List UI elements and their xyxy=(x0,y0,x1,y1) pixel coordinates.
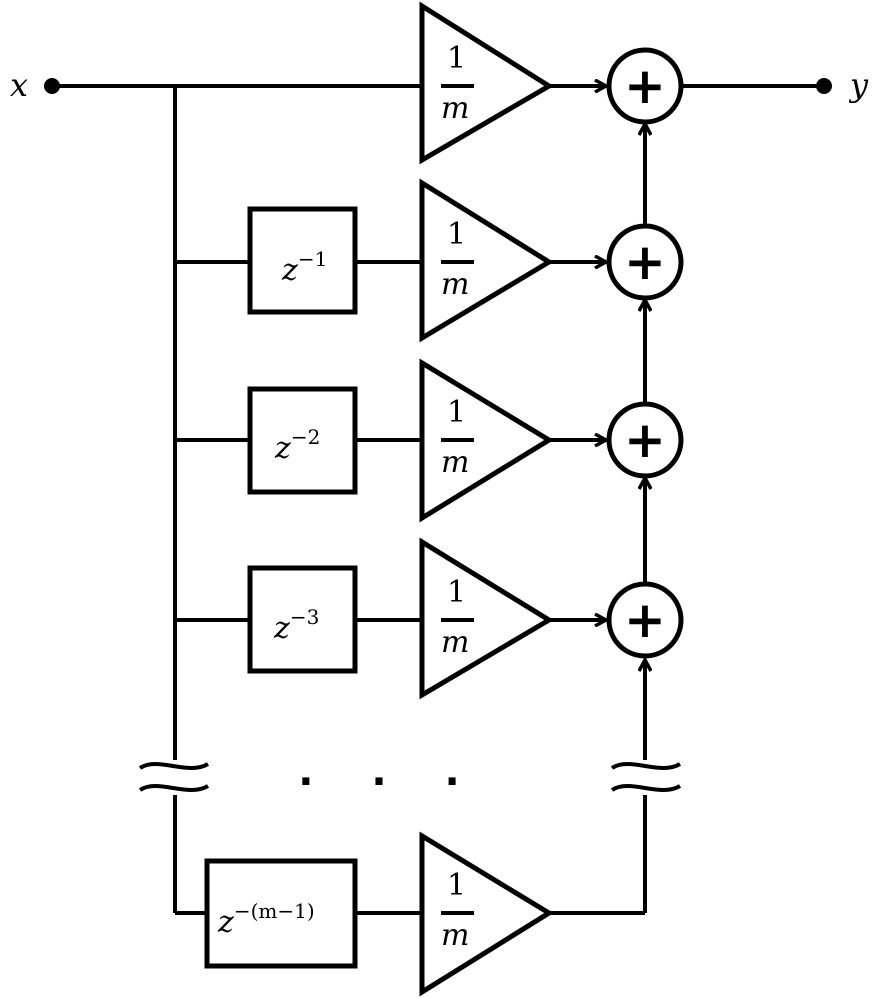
gain-denominator-1: m xyxy=(441,267,469,302)
gain-numerator-2: 1 xyxy=(447,395,466,430)
output-label: y xyxy=(848,66,869,104)
adder-3: + xyxy=(606,581,684,659)
delay-label-2: z−2 xyxy=(274,425,320,466)
gain-numerator-1: 1 xyxy=(447,217,466,252)
gain-amplifier-1: 1 m xyxy=(419,178,554,343)
delay-label-1: z−1 xyxy=(281,247,327,288)
gain-amplifier-3: 1 m xyxy=(419,537,554,700)
gain-numerator-3: 1 xyxy=(447,575,466,610)
adder-0: + xyxy=(606,47,684,125)
delay-label-3: z−3 xyxy=(273,605,319,646)
adder-3-symbol: + xyxy=(624,591,666,649)
sum-chain-break-mark xyxy=(610,762,682,792)
input-bus-break-mark xyxy=(138,762,210,792)
gain-denominator-0: m xyxy=(441,91,469,126)
delay-label-last: z−(m−1) xyxy=(217,899,315,940)
gain-denominator-last: m xyxy=(441,918,469,953)
gain-numerator-0: 1 xyxy=(447,41,466,76)
gain-amplifier-last: 1 m xyxy=(419,831,554,997)
delay-block-last xyxy=(204,858,358,969)
adder-2-symbol: + xyxy=(624,411,666,469)
delay-block-1 xyxy=(247,206,358,315)
input-label: x xyxy=(10,66,28,104)
gain-numerator-last: 1 xyxy=(447,868,466,903)
gain-denominator-2: m xyxy=(441,445,469,480)
gain-denominator-3: m xyxy=(441,625,469,660)
adder-1-symbol: + xyxy=(624,233,666,291)
delay-block-3 xyxy=(247,565,358,674)
adder-2: + xyxy=(606,401,684,479)
ellipsis: . . . xyxy=(298,749,481,795)
gain-amplifier-2: 1 m xyxy=(419,358,554,523)
gain-amplifier-0: 1 m xyxy=(419,1,554,165)
adder-1: + xyxy=(606,223,684,301)
adder-0-symbol: + xyxy=(624,57,666,115)
